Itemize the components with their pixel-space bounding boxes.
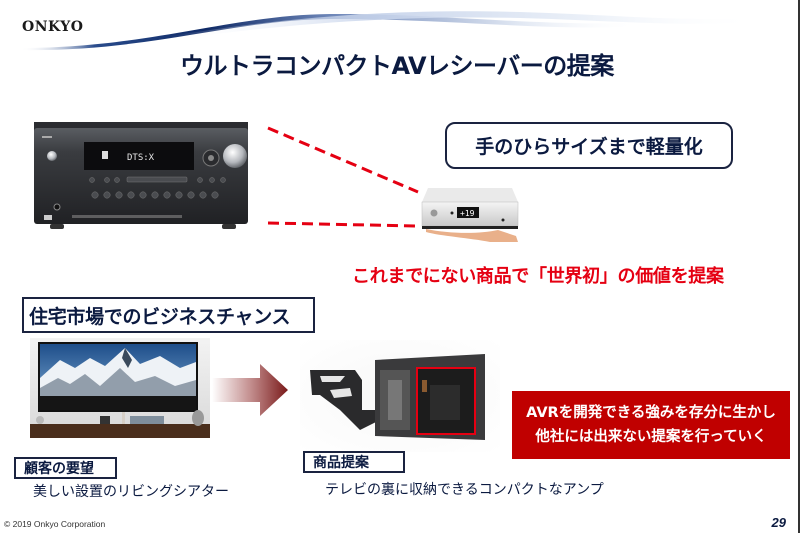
ultra-compact-amp-on-hand-image: +19	[421, 188, 519, 242]
living-room-tv-image	[30, 338, 210, 438]
copyright-footer: © 2019 Onkyo Corporation	[4, 519, 106, 529]
customer-needs-description: 美しい設置のリビングシアター	[33, 484, 229, 500]
receiver-display-text: DTS:X	[127, 153, 155, 163]
product-proposal-label: 商品提案	[303, 451, 405, 473]
page-number: 29	[771, 515, 786, 530]
av-receiver-image: DTS:X	[34, 122, 248, 229]
mini-amp-display-text: +19	[460, 209, 475, 218]
section-heading-business-chance: 住宅市場でのビジネスチャンス	[22, 297, 315, 333]
product-proposal-description: テレビの裏に収納できるコンパクトなアンプ	[325, 482, 604, 498]
world-first-claim: これまでにない商品で「世界初」の価値を提案	[352, 266, 724, 287]
strength-line-1: AVRを開発できる強みを存分に生かし	[526, 405, 776, 421]
receiver-display-icon	[102, 151, 108, 159]
strength-statement-panel: AVRを開発できる強みを存分に生かし 他社には出来ない提案を行っていく	[512, 391, 790, 459]
page-title: ウルトラコンパクトAVレシーバーの提案	[180, 52, 614, 80]
right-arrow-icon	[212, 364, 288, 416]
wall-mount-amp-image	[300, 340, 500, 452]
customer-needs-label: 顧客の要望	[14, 457, 117, 479]
strength-line-2: 他社には出来ない提案を行っていく	[535, 429, 767, 445]
header-swoosh-graphic	[20, 11, 760, 51]
onkyo-logo: ONKYO	[22, 19, 84, 35]
lightweight-callout: 手のひらサイズまで軽量化	[445, 122, 733, 169]
